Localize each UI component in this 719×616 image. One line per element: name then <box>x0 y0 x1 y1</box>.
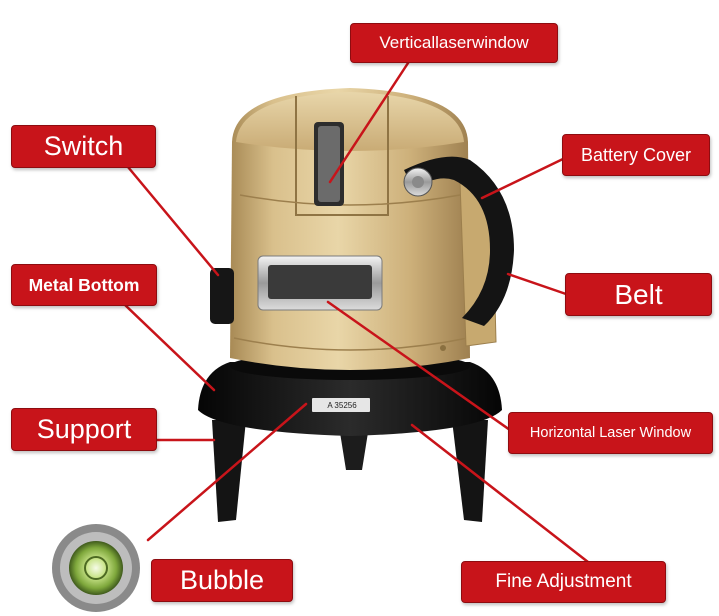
leader-bubble <box>146 402 308 542</box>
leader-horizontal-window <box>326 300 512 432</box>
instrument-body <box>210 88 514 370</box>
bubble-vial-image <box>52 524 140 612</box>
leader-vertical-window <box>328 58 412 184</box>
fine-adjustment-label: Fine Adjustment <box>461 561 666 603</box>
vertical-laser-window-label: Verticallaserwindow <box>350 23 558 63</box>
support-label: Support <box>11 408 157 451</box>
switch-label: Switch <box>11 125 156 168</box>
leader-lines <box>122 58 590 564</box>
leader-belt <box>506 272 568 296</box>
bubble-label: Bubble <box>151 559 293 602</box>
leader-fine-adjustment <box>410 423 590 564</box>
serial-plate-text: A 35256 <box>327 401 357 410</box>
battery-cover-label: Battery Cover <box>562 134 710 176</box>
horizontal-laser-window-label: Horizontal Laser Window <box>508 412 713 454</box>
metal-bottom-label: Metal Bottom <box>11 264 157 306</box>
leader-metal-bottom <box>122 302 216 392</box>
leader-battery-cover <box>480 156 567 200</box>
belt-label: Belt <box>565 273 712 316</box>
leader-switch <box>126 165 220 277</box>
